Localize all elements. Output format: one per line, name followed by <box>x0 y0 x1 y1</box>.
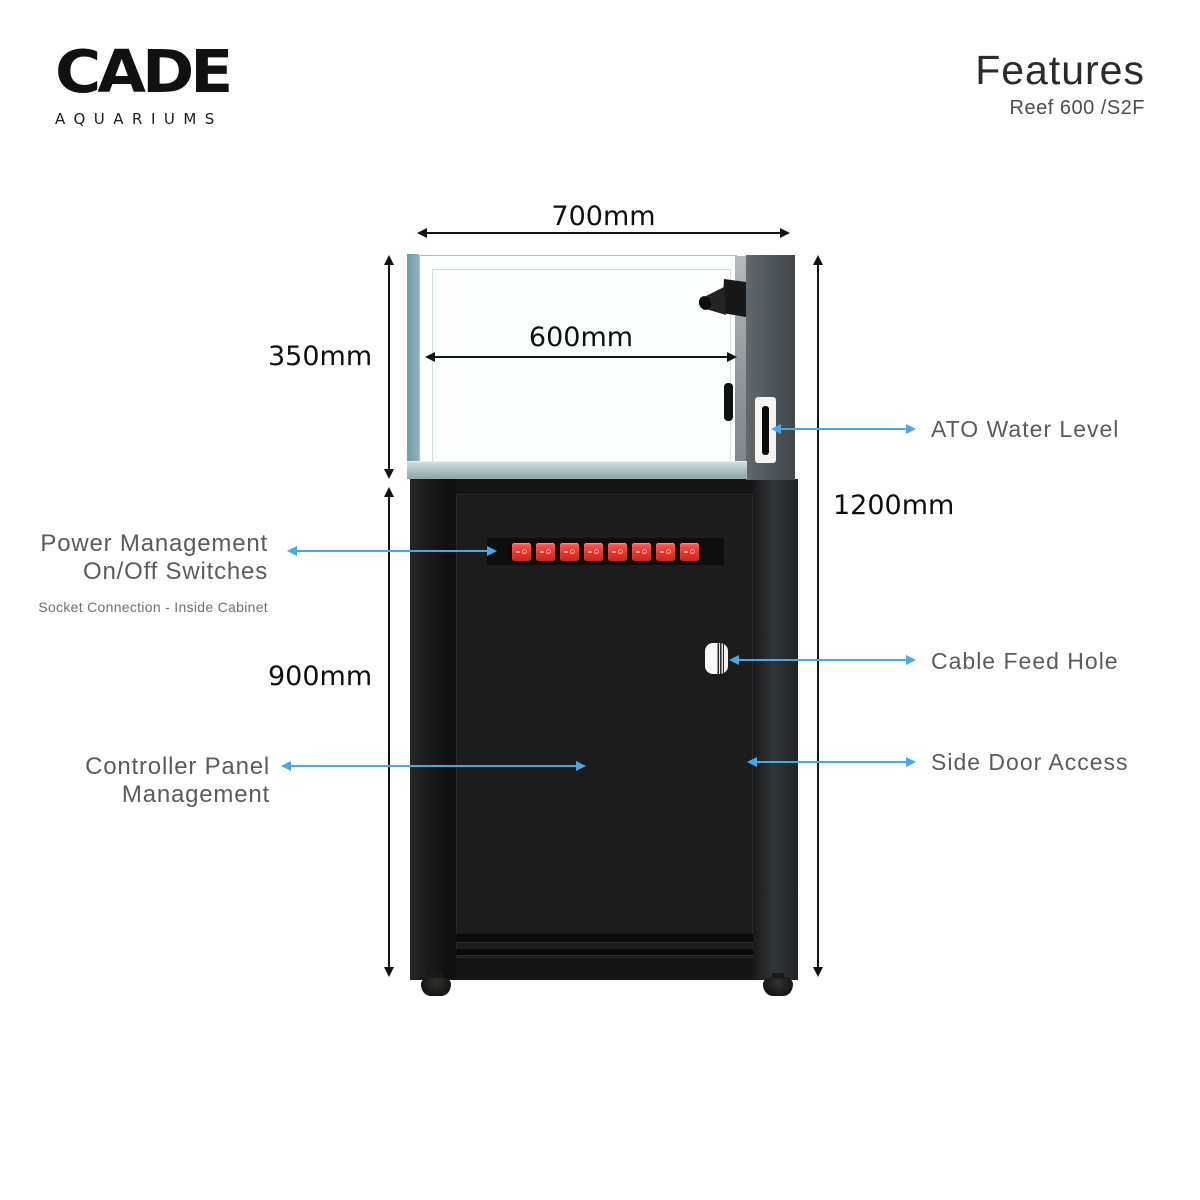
switch-off-mark <box>546 549 551 554</box>
dim-label-inner-width: 600mm <box>528 322 634 353</box>
switch-off-mark <box>642 549 647 554</box>
switch-off-mark <box>594 549 599 554</box>
overflow-slot <box>724 383 733 421</box>
switch-on-mark <box>540 550 544 553</box>
header-title-block: Features Reef 600 /S2F <box>975 47 1145 120</box>
power-callout-line1: Power Management <box>40 530 268 557</box>
dim-label-cabinet-height: 900mm <box>268 661 373 692</box>
controller-callout-line2: Management <box>121 781 270 808</box>
power-switch <box>656 542 675 561</box>
tank-glass-body <box>419 255 737 462</box>
switch-off-mark <box>618 549 623 554</box>
power-callout-note: Socket Connection - Inside Cabinet <box>38 599 268 615</box>
side-door-callout-label: Side Door Access <box>931 749 1129 775</box>
side-door-callout-arrow <box>747 757 916 767</box>
cabinet-side-panel <box>753 479 798 980</box>
power-switch <box>608 542 627 561</box>
dim-label-tank-height: 350mm <box>268 341 373 372</box>
dim-arrow-inner-width <box>425 352 737 362</box>
tank-bottom-rim <box>407 461 747 479</box>
page-title: Features <box>975 47 1145 93</box>
controller-callout-line1: Controller Panel <box>85 753 270 780</box>
power-switch <box>536 542 555 561</box>
logo-wordmark: CADE <box>55 37 233 106</box>
power-callout-arrow <box>287 546 497 556</box>
cable-feed-hole <box>705 643 728 674</box>
switch-on-mark <box>636 550 640 553</box>
cable-callout-label: Cable Feed Hole <box>931 648 1119 674</box>
switch-on-mark <box>516 550 520 553</box>
power-switch <box>632 542 651 561</box>
cabinet-door <box>456 494 753 958</box>
water-line <box>432 269 731 461</box>
logo-subtext: AQUARIUMS <box>55 110 223 128</box>
power-switch <box>560 542 579 561</box>
switch-on-mark <box>564 550 568 553</box>
door-bottom-groove <box>456 949 753 956</box>
power-switch <box>584 542 603 561</box>
overflow-inner-wall <box>735 256 746 479</box>
ato-level-slot <box>762 406 769 455</box>
switch-on-mark <box>612 550 616 553</box>
cabinet-foot-right <box>763 973 793 996</box>
power-switch-panel <box>487 538 724 565</box>
dim-label-top-width: 700mm <box>551 201 656 232</box>
dim-arrow-top-width <box>417 228 790 238</box>
ato-callout-label: ATO Water Level <box>931 416 1120 442</box>
cabinet-left-stile <box>410 479 456 980</box>
dim-arrow-total-height <box>813 255 823 977</box>
cabinet-foot-left <box>421 973 451 996</box>
controller-callout-arrow <box>281 761 586 771</box>
brand-logo: CADE AQUARIUMS <box>55 37 233 128</box>
power-callout-label: Power Management On/Off Switches Socket … <box>0 530 268 621</box>
cable-callout-arrow <box>729 655 916 665</box>
power-callout-line2: On/Off Switches <box>83 558 268 585</box>
power-switch <box>512 542 531 561</box>
door-bottom-groove <box>456 934 753 943</box>
tank-glass-left-edge <box>407 254 419 479</box>
ato-callout-arrow <box>771 424 916 434</box>
controller-callout-label: Controller Panel Management <box>0 753 270 809</box>
dim-arrow-cabinet-height <box>384 487 394 977</box>
switch-off-mark <box>570 549 575 554</box>
switch-on-mark <box>588 550 592 553</box>
dim-label-total-height: 1200mm <box>833 490 955 521</box>
switch-off-mark <box>522 549 527 554</box>
product-subtitle: Reef 600 /S2F <box>1009 97 1145 120</box>
switch-on-mark <box>660 550 664 553</box>
return-nozzle-icon <box>698 279 746 317</box>
power-switch <box>680 542 699 561</box>
dim-arrow-tank-height <box>384 255 394 479</box>
switch-off-mark <box>666 549 671 554</box>
switch-off-mark <box>690 549 695 554</box>
switch-on-mark <box>684 550 688 553</box>
